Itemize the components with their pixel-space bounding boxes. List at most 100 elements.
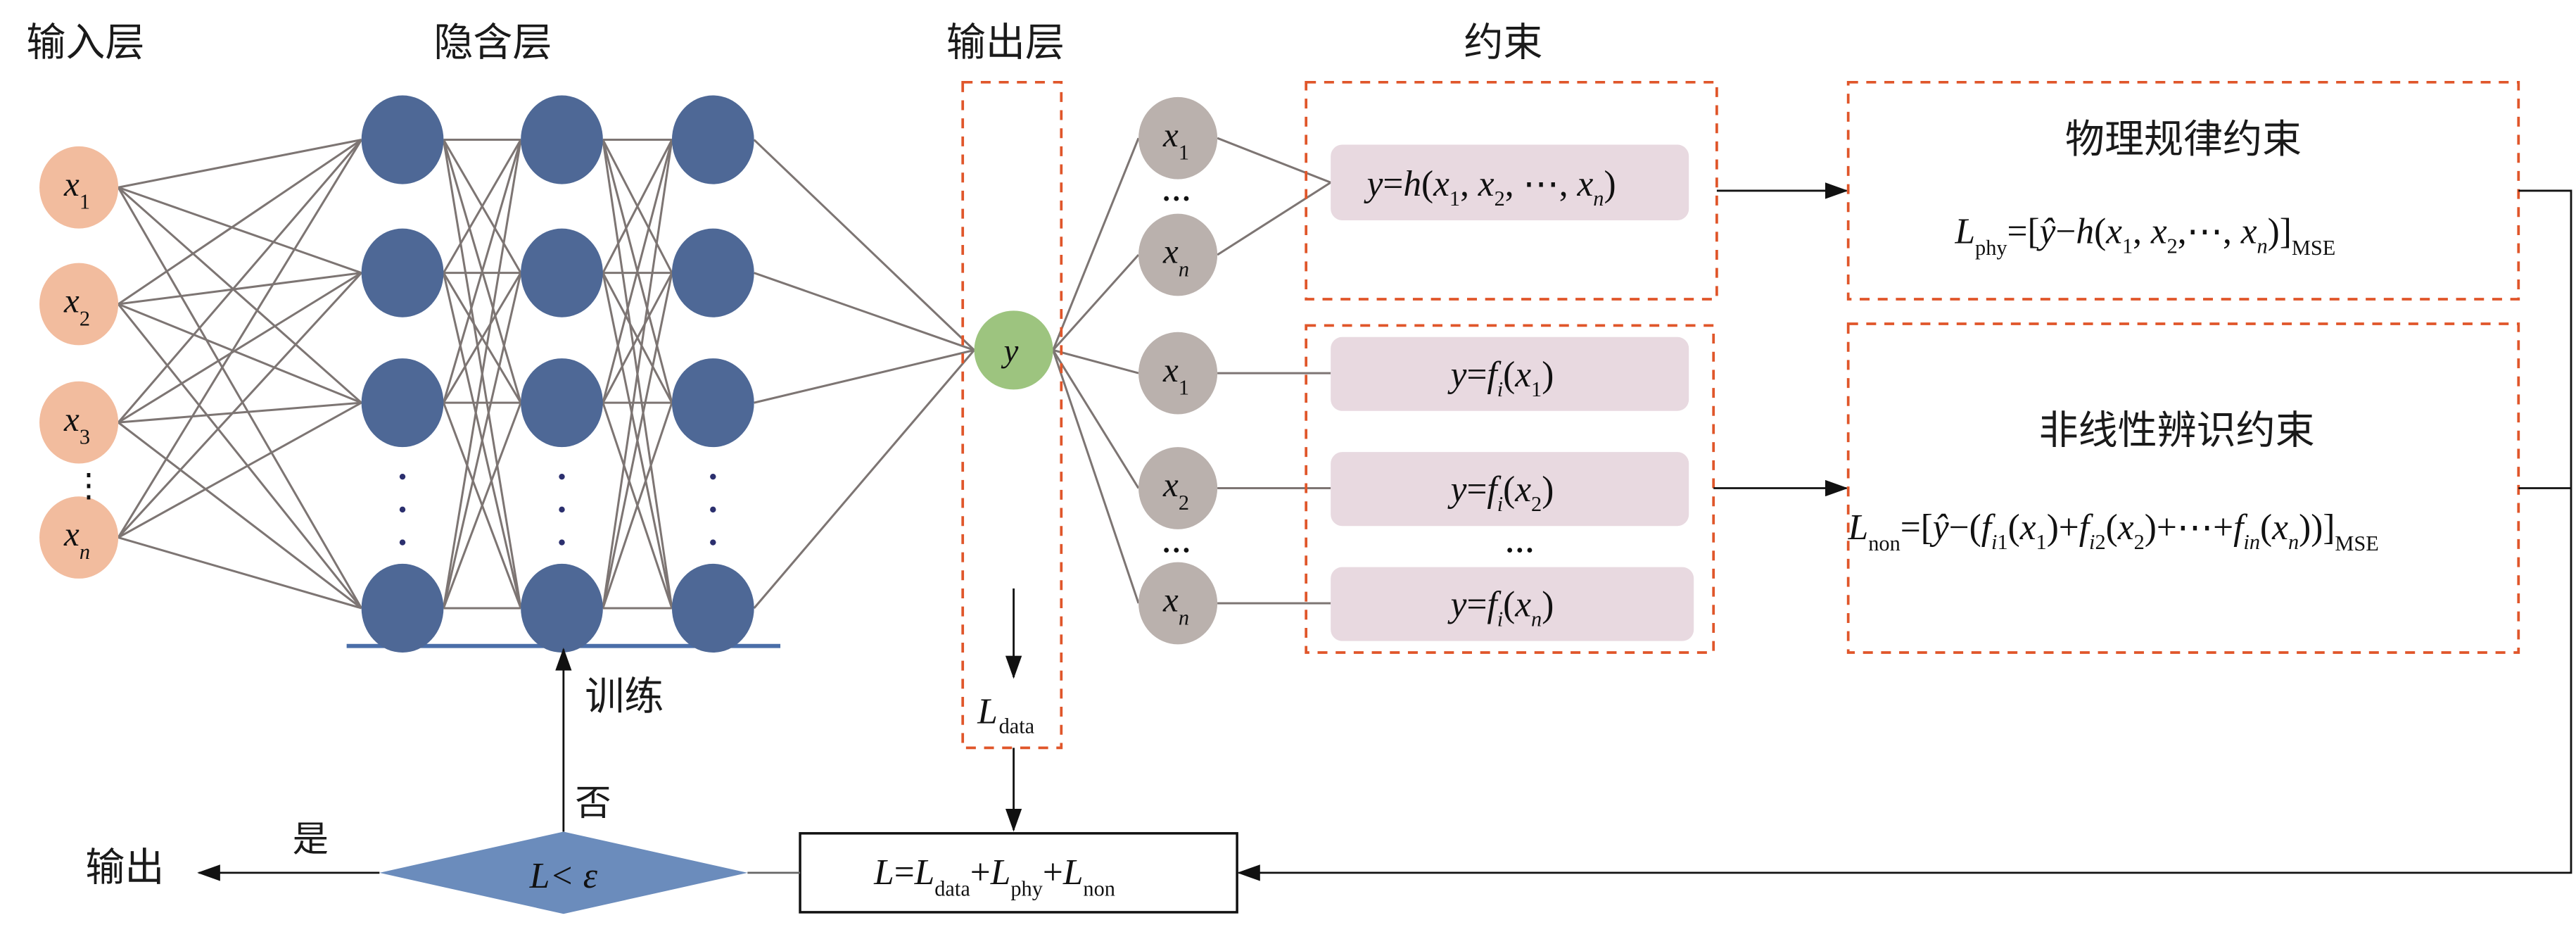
connection: [117, 187, 362, 609]
branch-node-label: x2: [1162, 465, 1189, 515]
connection: [1052, 137, 1140, 351]
hidden-ellipsis-dot: [710, 506, 716, 513]
branch-node[interactable]: [1138, 562, 1218, 645]
branch-node[interactable]: [1138, 447, 1218, 529]
connection: [602, 139, 673, 609]
hidden-node[interactable]: [361, 95, 444, 184]
connection: [118, 139, 362, 306]
nonlinear-equation[interactable]: [1331, 452, 1689, 527]
connection: [602, 139, 673, 403]
data-loss-L: L: [977, 691, 998, 731]
hidden-node[interactable]: [521, 95, 603, 184]
branch-node-label: x1: [1162, 115, 1189, 165]
nonlinear-equation-text: y=fi(x2): [1447, 470, 1554, 516]
connection: [442, 139, 522, 609]
physics-branch-ellipsis: …: [1162, 175, 1191, 208]
connection: [118, 272, 362, 424]
connection: [117, 272, 362, 539]
nonlinear-constraint-title: 非线性辨识约束: [2039, 408, 2315, 453]
connection: [1053, 348, 1139, 374]
connection: [1052, 349, 1140, 489]
nonlinear-branch-ellipsis: …: [1162, 527, 1191, 560]
nonlinear-equation[interactable]: [1331, 567, 1694, 641]
connection: [118, 187, 362, 404]
input-node[interactable]: [39, 263, 119, 346]
input-node[interactable]: [39, 146, 119, 229]
connection: [1052, 349, 1140, 604]
input-node-label: xn: [63, 515, 90, 564]
hidden-ellipsis-dot: [399, 506, 406, 513]
mse-suffix: MSE: [2292, 236, 2335, 260]
hidden-node[interactable]: [671, 95, 754, 184]
input-node-label: x1: [63, 165, 90, 214]
eq-lhs: y: [1364, 164, 1383, 204]
feedback-arrow: [1237, 189, 2572, 881]
output-node[interactable]: [974, 310, 1053, 390]
input-ellipsis: ⋮: [72, 467, 106, 504]
no-label: 否: [575, 782, 611, 824]
connection: [602, 272, 673, 609]
connection: [118, 401, 362, 424]
hidden-node[interactable]: [521, 563, 603, 653]
connection: [118, 186, 362, 275]
input-node-label: x2: [63, 282, 90, 331]
input-node[interactable]: [39, 496, 119, 579]
connection: [1217, 137, 1331, 184]
connection: [118, 421, 362, 610]
branch-node[interactable]: [1138, 96, 1218, 180]
hidden-node[interactable]: [671, 563, 754, 653]
data-loss-sub: data: [999, 714, 1035, 738]
physics-equation-text: y=h(x1, x2, ⋯, xn): [1364, 164, 1616, 210]
total-loss-box[interactable]: [799, 832, 1238, 914]
hidden-layers: [361, 95, 754, 653]
total-loss-formula: L=Ldata+Lphy+Lnon: [873, 852, 1115, 900]
yes-label: 是: [293, 819, 329, 861]
hidden-node[interactable]: [361, 228, 444, 317]
output-label: 输出: [85, 845, 164, 891]
hidden-node[interactable]: [521, 358, 603, 448]
connection: [753, 349, 975, 609]
hidden-node[interactable]: [671, 358, 754, 448]
nonlinear-equation[interactable]: [1331, 336, 1689, 411]
decision-text: L< ε: [529, 856, 598, 896]
connection: [118, 272, 362, 306]
mse-suffix: MSE: [2335, 531, 2378, 555]
nonlinear-equations: y=fi(x1)y=fi(x2)y=fi(xn): [1331, 336, 1694, 641]
train-label: 训练: [585, 674, 664, 720]
hidden-ellipsis-dot: [710, 473, 716, 480]
hidden-layer-header: 隐含层: [433, 20, 552, 65]
connection: [754, 348, 975, 404]
physics-constraint-box: [1846, 80, 2520, 301]
nonlinear-loss-formula: Lnon=[ŷ−(fi1(x1)+fi2(x2)+⋯+fin(xn))]MSE: [1848, 508, 2379, 555]
output-node-label: y: [1001, 333, 1019, 370]
hidden-node[interactable]: [361, 563, 444, 653]
physics-equation[interactable]: [1331, 144, 1689, 220]
connection: [443, 139, 522, 274]
hidden-ellipsis-dot: [399, 539, 406, 546]
input-node[interactable]: [39, 381, 119, 464]
connection: [118, 303, 362, 404]
physics-equation-box: [1305, 80, 1718, 301]
constraints-header: 约束: [1464, 20, 1542, 65]
branch-node[interactable]: [1138, 332, 1218, 415]
hidden-ellipsis-dot: [399, 473, 406, 480]
branch-node-label: xn: [1162, 232, 1189, 282]
input-node-label: x3: [63, 400, 90, 449]
connection: [754, 272, 975, 351]
nonlinear-equation-ellipsis: …: [1505, 527, 1535, 560]
hidden-node[interactable]: [361, 358, 444, 448]
connection: [442, 139, 522, 403]
hidden-ellipsis-dot: [559, 473, 565, 480]
hidden-node[interactable]: [521, 228, 603, 317]
connection: [1217, 181, 1332, 256]
input-layer: x1 x2 x3 xn: [39, 146, 119, 579]
physics-constraint-title: 物理规律约束: [2065, 117, 2302, 163]
connection: [443, 272, 522, 403]
hidden-ellipsis-dot: [710, 539, 716, 546]
hidden-node[interactable]: [671, 228, 754, 317]
decision-diamond[interactable]: [379, 831, 748, 914]
physics-loss-formula: Lphy=[ŷ−h(x1, x2,⋯, xn)]MSE: [1954, 212, 2335, 260]
branch-node[interactable]: [1138, 213, 1218, 296]
